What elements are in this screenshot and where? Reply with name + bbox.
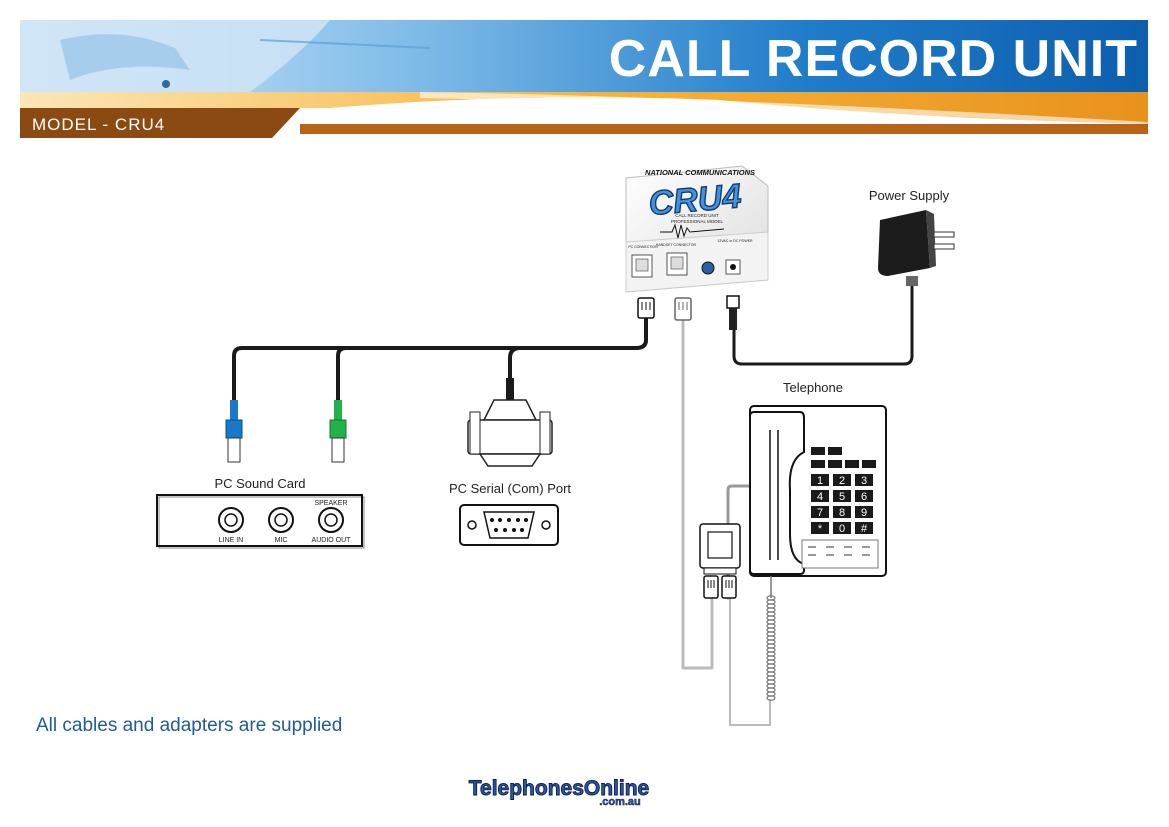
port-label-pc: PC CONNECTION bbox=[628, 245, 658, 249]
cru4-device: NATIONAL COMMUNICATIONS CRU4 CALL RECORD… bbox=[625, 165, 769, 293]
pc-sound-card: PC Sound Card SPEAKER LINE IN MIC AUDIO … bbox=[156, 476, 365, 549]
mic-jack bbox=[268, 507, 294, 533]
blue-audio-plug bbox=[225, 400, 243, 463]
keypad-key-label: 5 bbox=[839, 491, 845, 503]
keypad-key bbox=[811, 506, 829, 518]
keypad-key-label: 3 bbox=[861, 475, 867, 487]
line-in-jack bbox=[218, 507, 244, 533]
volume-knob bbox=[701, 261, 715, 275]
device-brand: NATIONAL COMMUNICATIONS bbox=[645, 168, 755, 177]
telephone-label: Telephone bbox=[783, 380, 843, 395]
device-subtitle-2: PROFESSIONAL MODEL bbox=[671, 219, 724, 224]
serial-db9-plug bbox=[467, 378, 553, 467]
header-banner: CALL RECORD UNIT MODEL - CRU4 bbox=[20, 20, 1148, 138]
port-label-power: 12VAC or DC POWER bbox=[717, 239, 753, 243]
rj-plugs bbox=[637, 295, 740, 330]
double-adapter bbox=[699, 523, 741, 599]
keypad-key-label: * bbox=[818, 523, 823, 535]
keypad-key-label: # bbox=[861, 523, 868, 535]
keypad-key bbox=[855, 474, 873, 486]
coil-loop bbox=[766, 695, 776, 701]
device-subtitle-1: CALL RECORD UNIT bbox=[675, 213, 719, 218]
keypad-key bbox=[833, 474, 851, 486]
keypad-key-label: 8 bbox=[839, 507, 845, 519]
port-label-handset: HANDSET CONNECTOR bbox=[656, 243, 697, 247]
keypad-key-label: 2 bbox=[839, 475, 845, 487]
line-in-label: LINE IN bbox=[219, 537, 244, 544]
keypad-key bbox=[833, 522, 851, 534]
speaker-label: SPEAKER bbox=[314, 500, 347, 507]
pc-serial-port-label: PC Serial (Com) Port bbox=[449, 481, 571, 496]
audio-out-label: AUDIO OUT bbox=[312, 537, 352, 544]
keypad-key bbox=[811, 522, 829, 534]
keypad-key-label: 6 bbox=[861, 491, 867, 503]
page-title: CALL RECORD UNIT bbox=[609, 30, 1138, 88]
pc-serial-port: PC Serial (Com) Port bbox=[449, 481, 571, 546]
logo-main-text: TelephonesOnline bbox=[469, 777, 649, 800]
logo-sub-text: .com.au bbox=[599, 796, 641, 808]
power-supply-label: Power Supply bbox=[869, 188, 950, 203]
keypad-key-label: 0 bbox=[839, 523, 845, 535]
keypad-key bbox=[855, 490, 873, 502]
green-audio-plug bbox=[329, 400, 347, 463]
cables-supplied-note: All cables and adapters are supplied bbox=[36, 715, 342, 736]
keypad-key-label: 4 bbox=[817, 491, 823, 503]
device-logo: CRU4 bbox=[647, 177, 743, 223]
keypad-key bbox=[855, 522, 873, 534]
keypad-key-label: 9 bbox=[861, 507, 867, 519]
power-supply: Power Supply bbox=[869, 188, 955, 286]
keypad-key bbox=[811, 490, 829, 502]
keypad-key bbox=[855, 506, 873, 518]
keypad-key-label: 1 bbox=[817, 475, 823, 487]
cables bbox=[232, 282, 914, 726]
coiled-cord bbox=[766, 576, 776, 701]
mic-label: MIC bbox=[275, 537, 288, 544]
keypad-key bbox=[833, 506, 851, 518]
telephone: Telephone 1 2 3 4 5 6 7 8 9 * 0 # bbox=[749, 380, 887, 701]
keypad-key bbox=[811, 474, 829, 486]
pc-sound-card-label: PC Sound Card bbox=[214, 476, 305, 491]
keypad-key-label: 7 bbox=[817, 507, 823, 519]
keypad: 1 2 3 4 5 6 7 8 9 * 0 # bbox=[811, 474, 873, 535]
audio-out-jack bbox=[318, 507, 344, 533]
model-label: MODEL - CRU4 bbox=[32, 115, 165, 134]
telephonesonline-logo: TelephonesOnline .com.au bbox=[468, 777, 649, 809]
keypad-key bbox=[833, 490, 851, 502]
